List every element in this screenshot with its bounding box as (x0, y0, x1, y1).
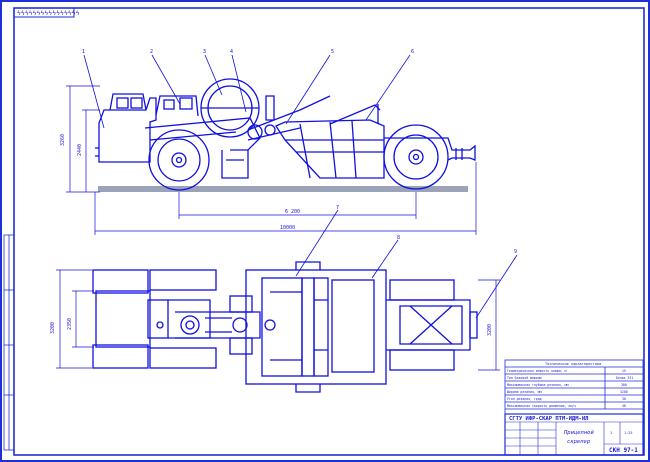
callout-6: 6 (411, 49, 414, 55)
spec-row-label: Максимальная глубина резания, мм (507, 382, 568, 387)
drawing-code: СКН 97-1 (609, 447, 638, 454)
dim-wheelbase: 6 200 (285, 209, 300, 215)
callout-9: 9 (514, 249, 517, 255)
spec-row-value: 300 (621, 383, 627, 387)
dim-track-width: 2350 (67, 318, 73, 330)
corner-stamp-box (13, 7, 75, 18)
dim-overall-length: 10000 (280, 225, 295, 231)
drawing-scale: 1:25 (624, 431, 632, 435)
left-margin-strip (3, 234, 15, 451)
ground-line (98, 186, 468, 192)
callout-8: 8 (397, 235, 400, 241)
title-block: СГТУ ИФР-СКАР ПТМ-ИДМ-ИЛ Прицепной скреп… (504, 413, 644, 456)
spec-row-label: Тип базовой машины (507, 375, 542, 380)
spec-row-value: Белаз 531 (616, 376, 633, 380)
spec-row-value: 30 (622, 397, 626, 401)
spec-row-value: 3200 (620, 390, 628, 394)
spec-title: Технические характеристики (545, 362, 601, 366)
dim-cab-height: 2440 (77, 144, 83, 156)
dim-tractor-width: 3200 (50, 322, 56, 334)
drawing-title-line-1: Прицепной (563, 430, 594, 436)
spec-table: Технические характеристики Геометрическа… (504, 359, 644, 415)
spec-row-label: Ширина резания, мм (507, 390, 542, 394)
callout-7: 7 (336, 205, 339, 211)
title-block-org: СГТУ ИФР-СКАР ПТМ-ИДМ-ИЛ (509, 416, 588, 422)
corner-stamp: ϟϟϟϟϟϟϟϟϟϟϟϟϟϟϟϟ (17, 9, 80, 17)
spec-row-value: 15 (622, 369, 626, 373)
spec-row-value: 48 (622, 404, 626, 408)
dim-rear-width: 3200 (487, 324, 493, 336)
plan-view: 7 8 9 3200 2350 3200 (50, 205, 518, 393)
callout-1: 1 (82, 49, 85, 55)
side-view: 1 2 3 4 5 6 3260 2440 6 200 10000 (60, 49, 477, 235)
inner-frame (13, 7, 645, 456)
callout-4: 4 (230, 49, 233, 55)
dim-overall-height: 3260 (60, 134, 66, 146)
callout-2: 2 (150, 49, 153, 55)
spec-row-label: Геометрическая емкость ковша, м (507, 369, 567, 373)
callout-5: 5 (331, 49, 334, 55)
sheet-number: 1 (610, 431, 612, 435)
drawing-title-line-2: скрепер (567, 439, 591, 445)
callout-3: 3 (203, 49, 206, 55)
spec-row-label: Угол резания, град (507, 397, 542, 401)
spec-row-label: Максимальная скорость движения, км/ч (507, 404, 576, 408)
